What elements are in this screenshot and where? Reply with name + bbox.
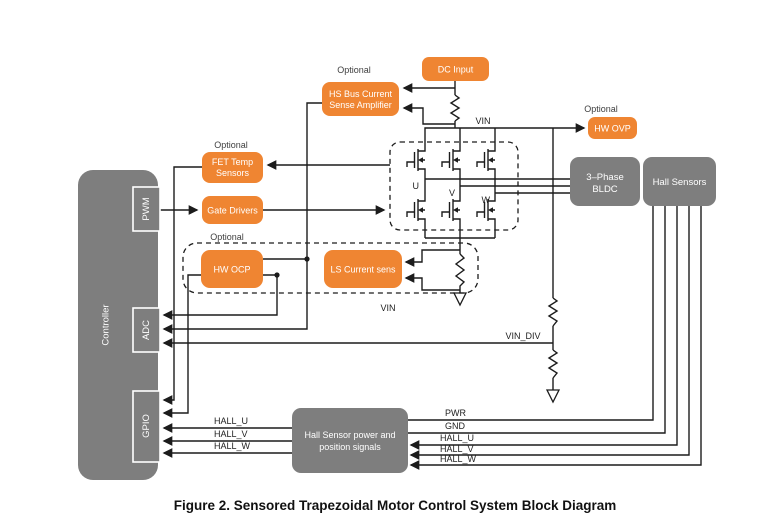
controller-label: Controller [101, 304, 112, 345]
hw-ovp-block [588, 117, 637, 139]
optional-label-fet-temp: Optional [214, 140, 248, 150]
adc-label: ADC [141, 320, 152, 340]
ls-current-block [324, 250, 402, 288]
mosfet-low-v [441, 193, 461, 227]
hall-u-right-label: HALL_U [440, 433, 474, 443]
hall-w-left-label: HALL_W [214, 441, 251, 451]
mosfet-high-v [441, 143, 461, 177]
optional-label-hs-amp: Optional [337, 65, 371, 75]
hs-amp-block [322, 82, 399, 116]
gpio-label: GPIO [141, 414, 152, 438]
figure-caption: Figure 2. Sensored Trapezoidal Motor Con… [174, 498, 617, 513]
bridge-columns [424, 128, 496, 254]
pwm-label: PWM [141, 197, 152, 220]
pwr-label: PWR [445, 408, 466, 418]
hall-u-left-label: HALL_U [214, 416, 248, 426]
gate-drivers-label: Gate Drivers [207, 206, 258, 216]
wire-hall-gnd [408, 206, 666, 434]
adc-port [132, 307, 161, 353]
hall-sensors-label: Hall Sensors [653, 177, 707, 188]
resistor-hs-shunt [449, 94, 461, 122]
dc-input-block [422, 57, 489, 81]
mosfet-high-u [406, 143, 426, 177]
resistor-ls-shunt [454, 253, 466, 293]
hall-v-right-label: HALL_V [440, 444, 474, 454]
gpio-port [132, 390, 161, 463]
fet-temp-block [202, 152, 263, 183]
fet-temp-label-line2: Sensors [216, 168, 250, 178]
wire-hw-ocp-to-gpio [162, 274, 201, 418]
hw-ocp-block [201, 250, 263, 288]
pwm-port [132, 186, 161, 232]
resistor-div-top [547, 297, 559, 327]
phase-v-label: V [449, 188, 455, 198]
vin-label-rail: VIN [475, 116, 490, 126]
wire-ls-tap-bottom [404, 273, 460, 291]
hall-power-label-line1: Hall Sensor power and [304, 430, 395, 440]
mosfet-low-u [406, 193, 426, 227]
phase-u-label: U [413, 181, 420, 191]
phase-w-label: W [482, 195, 491, 205]
ground-symbol-ls [452, 292, 468, 307]
hall-power-label-line2: position signals [319, 442, 381, 452]
hw-ocp-label: HW OCP [214, 265, 251, 275]
bridge-dashed-box [389, 141, 519, 231]
bldc-label-line1: 3–Phase [586, 172, 624, 183]
optional-label-hw-ovp: Optional [584, 104, 618, 114]
ls-current-label: LS Current sens [330, 265, 396, 275]
wire-hall-v-return [409, 206, 690, 460]
wire-hall-w-return [409, 206, 702, 470]
mosfet-high-w [476, 143, 496, 177]
hs-amp-label-line2: Sense Amplifier [329, 100, 392, 110]
junction-dot [274, 272, 280, 278]
wire-hs-amp-to-adc [162, 102, 322, 334]
gate-drivers-block [202, 196, 263, 224]
wire-hw-ocp-to-adc [162, 274, 278, 320]
hall-v-left-label: HALL_V [214, 429, 248, 439]
resistor-div-bottom [547, 349, 559, 379]
wire-shunt-tap-bottom [402, 103, 455, 125]
hall-sensors-block [643, 157, 716, 206]
wire-hall-u-return [409, 206, 678, 450]
junction-dot [304, 256, 310, 262]
wire-fet-temp-to-gpio [162, 166, 202, 405]
optional-label-ocp-box: Optional [210, 232, 244, 242]
hall-power-block [292, 408, 408, 473]
bldc-block [570, 157, 640, 206]
vin-label-shunt: VIN [380, 303, 395, 313]
wire-hall-pwr [408, 206, 654, 421]
ground-symbol-div [545, 389, 561, 404]
gnd-label: GND [445, 421, 466, 431]
bldc-label-line2: BLDC [592, 184, 617, 195]
hw-ovp-label: HW OVP [594, 124, 631, 134]
hs-amp-label-line1: HS Bus Current [329, 89, 393, 99]
wiring [160, 81, 702, 470]
wire-ls-tap-top [404, 249, 460, 267]
fet-temp-label-line1: FET Temp [212, 157, 253, 167]
hall-w-right-label: HALL_W [440, 454, 477, 464]
wire-vin-rail-to-hw-ovp [424, 123, 586, 144]
dc-input-label: DC Input [438, 65, 474, 75]
mosfet-bridge [406, 143, 496, 227]
vin-div-label: VIN_DIV [505, 331, 540, 341]
optional-dashed-box [182, 242, 479, 294]
